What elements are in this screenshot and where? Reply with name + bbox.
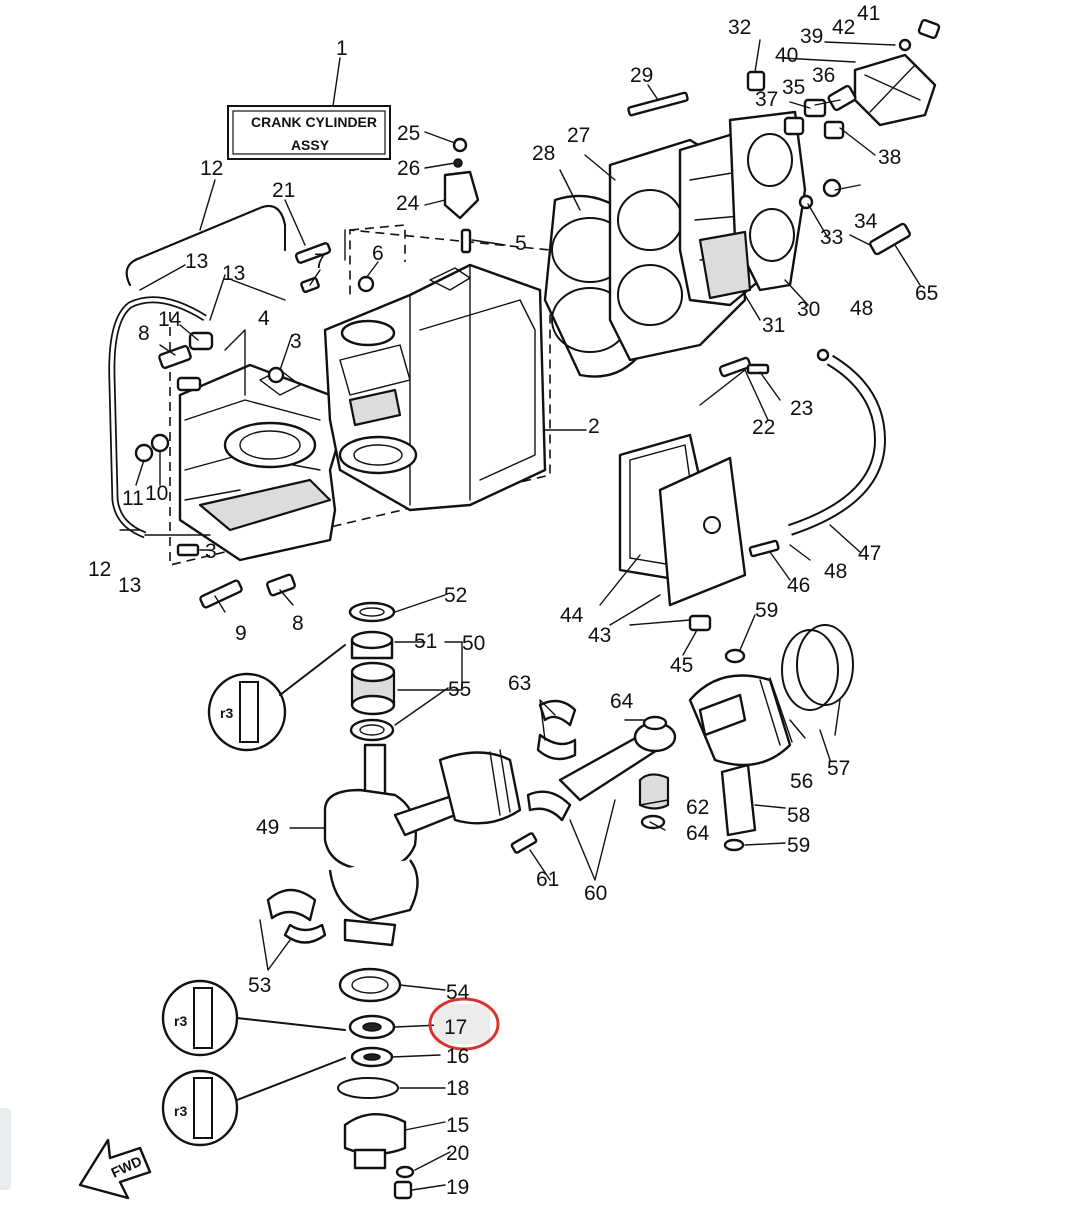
part-label-33[interactable]: 33 [820,226,843,249]
fwd-arrow: FWD [78,1138,152,1200]
part-label-65[interactable]: 65 [915,282,938,305]
lower-seal-group [337,1014,415,1200]
svg-text:r3: r3 [174,1103,187,1119]
part-label-59b[interactable]: 59 [787,834,810,857]
part-label-9[interactable]: 9 [235,622,247,645]
part-label-58[interactable]: 58 [787,804,810,827]
hose-12 [108,205,286,539]
part-label-62[interactable]: 62 [686,796,709,819]
cylinder-head-group [543,110,807,378]
part-label-8b[interactable]: 8 [292,612,304,635]
part-label-12a[interactable]: 12 [200,157,223,180]
crankcase-assembly [169,224,551,567]
part-label-54[interactable]: 54 [446,981,470,1004]
part-label-51[interactable]: 51 [414,630,437,653]
part-label-55[interactable]: 55 [448,678,471,701]
part-label-63[interactable]: 63 [508,672,531,695]
part-label-36[interactable]: 36 [812,64,835,87]
part-label-25[interactable]: 25 [397,122,420,145]
hose-47 [748,348,887,558]
part-label-48a[interactable]: 48 [850,297,873,320]
part-label-46[interactable]: 46 [787,574,810,597]
part-label-24[interactable]: 24 [396,192,420,215]
part-label-60[interactable]: 60 [584,882,607,905]
crankshaft-assembly [266,601,522,1003]
part-label-3b[interactable]: 3 [205,540,217,563]
detail-callout-top: r3 [207,644,346,752]
part-label-22[interactable]: 22 [752,416,775,439]
part-label-6[interactable]: 6 [372,242,384,265]
part-label-15[interactable]: 15 [446,1114,469,1137]
part-label-14[interactable]: 14 [158,308,182,331]
part-label-21[interactable]: 21 [272,179,295,202]
assy-label-box: CRANK CYLINDER ASSY [227,57,391,160]
svg-text:r3: r3 [220,705,233,721]
part-label-41[interactable]: 41 [857,2,880,25]
part-label-56[interactable]: 56 [790,770,813,793]
part-label-20[interactable]: 20 [446,1142,469,1165]
part-label-8a[interactable]: 8 [138,322,150,345]
part-label-50[interactable]: 50 [462,632,485,655]
part-label-18[interactable]: 18 [446,1077,469,1100]
part-label-64b[interactable]: 64 [686,822,710,845]
part-label-64a[interactable]: 64 [610,690,634,713]
part-label-1[interactable]: 1 [336,37,348,60]
svg-text:r3: r3 [174,1013,187,1029]
part-label-34[interactable]: 34 [854,210,878,233]
part-label-13a[interactable]: 13 [185,250,208,273]
part-label-37[interactable]: 37 [755,88,778,111]
part-label-13b[interactable]: 13 [222,262,245,285]
part-label-43[interactable]: 43 [588,624,611,647]
part-label-2[interactable]: 2 [588,415,600,438]
thermostat-cover [627,18,941,378]
part-label-61[interactable]: 61 [536,868,559,891]
exhaust-cover-44 [618,433,747,632]
assy-label-line2: ASSY [291,137,330,153]
part-17-highlight [434,1004,490,1044]
part-label-53[interactable]: 53 [248,974,271,997]
part-label-32[interactable]: 32 [728,16,751,39]
part-label-29[interactable]: 29 [630,64,653,87]
part-label-7[interactable]: 7 [314,250,326,273]
part-label-31[interactable]: 31 [762,314,785,337]
part-label-3a[interactable]: 3 [290,330,302,353]
part-label-35[interactable]: 35 [782,76,805,99]
part-label-49[interactable]: 49 [256,816,279,839]
part-label-12b[interactable]: 12 [88,558,111,581]
part-label-16[interactable]: 16 [446,1045,469,1068]
part-label-45[interactable]: 45 [670,654,693,677]
part-label-40[interactable]: 40 [775,44,798,67]
part-label-17[interactable]: 17 [444,1016,467,1039]
part-label-52[interactable]: 52 [444,584,467,607]
part-label-13c[interactable]: 13 [118,574,141,597]
part-label-57[interactable]: 57 [827,757,850,780]
small-fasteners-left [134,137,480,609]
part-label-28[interactable]: 28 [532,142,555,165]
part-label-59a[interactable]: 59 [755,599,778,622]
leader-lines [119,39,921,1191]
side-panel-tab[interactable] [0,1108,11,1190]
part-label-30[interactable]: 30 [797,298,820,321]
part-label-19[interactable]: 19 [446,1176,469,1199]
part-label-47[interactable]: 47 [858,542,881,565]
detail-callout-bottom: r3 [161,1057,346,1147]
part-label-4[interactable]: 4 [258,307,270,330]
part-label-26[interactable]: 26 [397,157,420,180]
assy-label-line1: CRANK CYLINDER [251,114,377,130]
part-label-38[interactable]: 38 [878,146,901,169]
part-label-39[interactable]: 39 [800,25,823,48]
part-label-44[interactable]: 44 [560,604,584,627]
part-label-48b[interactable]: 48 [824,560,847,583]
part-17-circle-mark[interactable] [428,997,500,1051]
detail-callout-mid: r3 [161,979,346,1057]
part-label-10[interactable]: 10 [145,482,168,505]
part-number-labels: 1 2 3 3 4 5 6 7 8 8 9 10 11 12 12 13 13 … [88,2,938,1199]
part-label-5[interactable]: 5 [515,232,527,255]
part-label-11[interactable]: 11 [122,487,144,510]
part-label-23[interactable]: 23 [790,397,813,420]
piston-rod-group [510,624,854,854]
part-label-27[interactable]: 27 [567,124,590,147]
part-label-42[interactable]: 42 [832,16,855,39]
